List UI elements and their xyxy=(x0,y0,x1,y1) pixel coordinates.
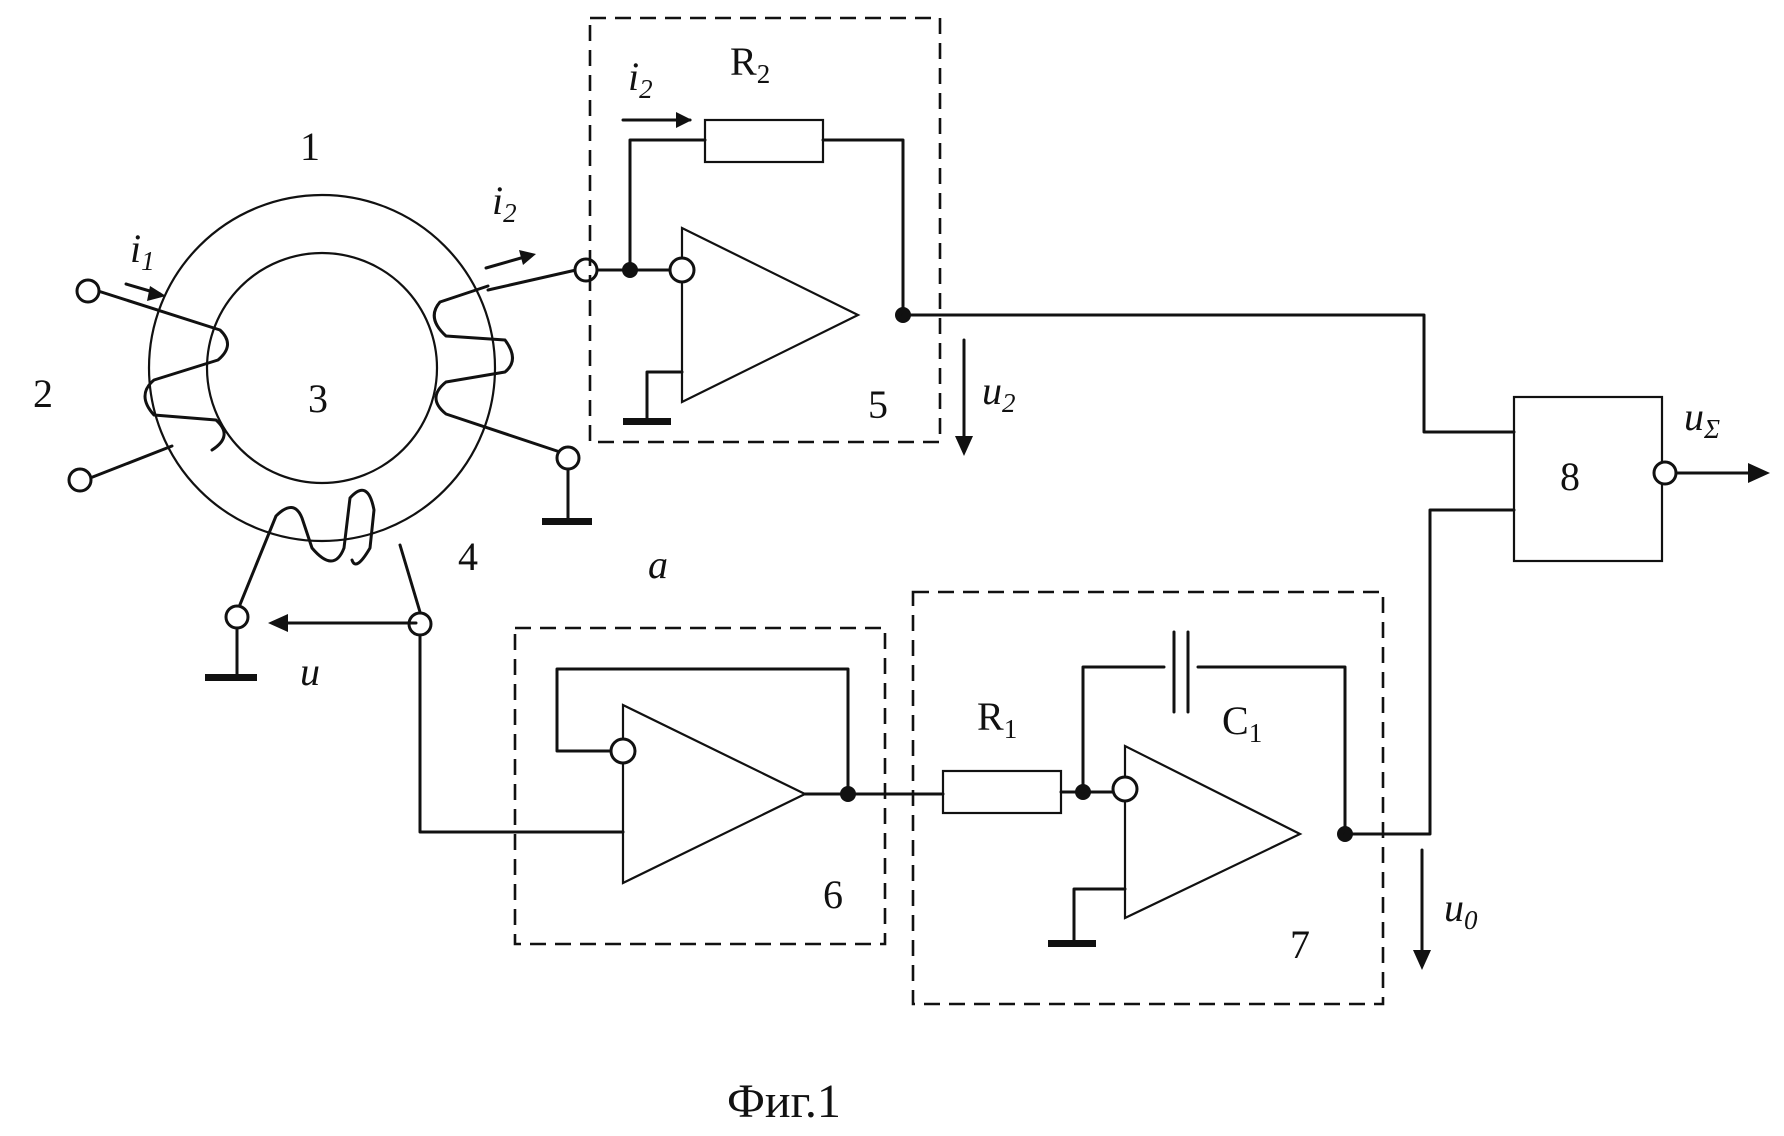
label-u-sigma: uΣ xyxy=(1684,394,1720,444)
toroid-core xyxy=(149,195,495,541)
block-8 xyxy=(1514,397,1770,561)
opamp-7 xyxy=(1125,746,1300,918)
resistor-R2 xyxy=(705,120,823,162)
label-8: 8 xyxy=(1560,454,1580,499)
label-u0: u0 xyxy=(1444,885,1478,935)
resistor-R1 xyxy=(943,771,1061,813)
label-u2: u2 xyxy=(982,368,1016,418)
label-u: u xyxy=(300,649,320,694)
label-3: 3 xyxy=(308,376,328,421)
terminal-4-ground[interactable] xyxy=(557,447,579,469)
terminal-i2-out[interactable] xyxy=(575,259,597,281)
secondary-winding xyxy=(434,259,597,525)
label-7: 7 xyxy=(1290,922,1310,967)
opamp-6 xyxy=(623,705,805,883)
terminal-i1-in[interactable] xyxy=(77,280,99,302)
label-i2-ring: i2 xyxy=(492,178,517,228)
capacitor-C1 xyxy=(1174,632,1188,712)
figure-caption: Фиг.1 xyxy=(727,1075,841,1128)
label-5: 5 xyxy=(868,382,888,427)
label-i1: i1 xyxy=(130,226,155,276)
label-2: 2 xyxy=(33,371,53,416)
opamp-5 xyxy=(682,228,858,402)
label-C1: C1 xyxy=(1222,698,1262,748)
primary-winding xyxy=(69,280,228,491)
ground-u xyxy=(205,674,257,681)
label-R1: R1 xyxy=(977,694,1017,744)
label-a: a xyxy=(648,542,668,587)
ground-4 xyxy=(542,518,592,525)
label-6: 6 xyxy=(823,872,843,917)
label-i2-top: i2 xyxy=(628,54,653,104)
terminal-3-ground[interactable] xyxy=(226,606,248,628)
label-R2: R2 xyxy=(730,39,770,89)
terminal-2-out[interactable] xyxy=(69,469,91,491)
label-1: 1 xyxy=(300,124,320,169)
label-4: 4 xyxy=(458,534,478,579)
block-6 xyxy=(420,628,885,944)
